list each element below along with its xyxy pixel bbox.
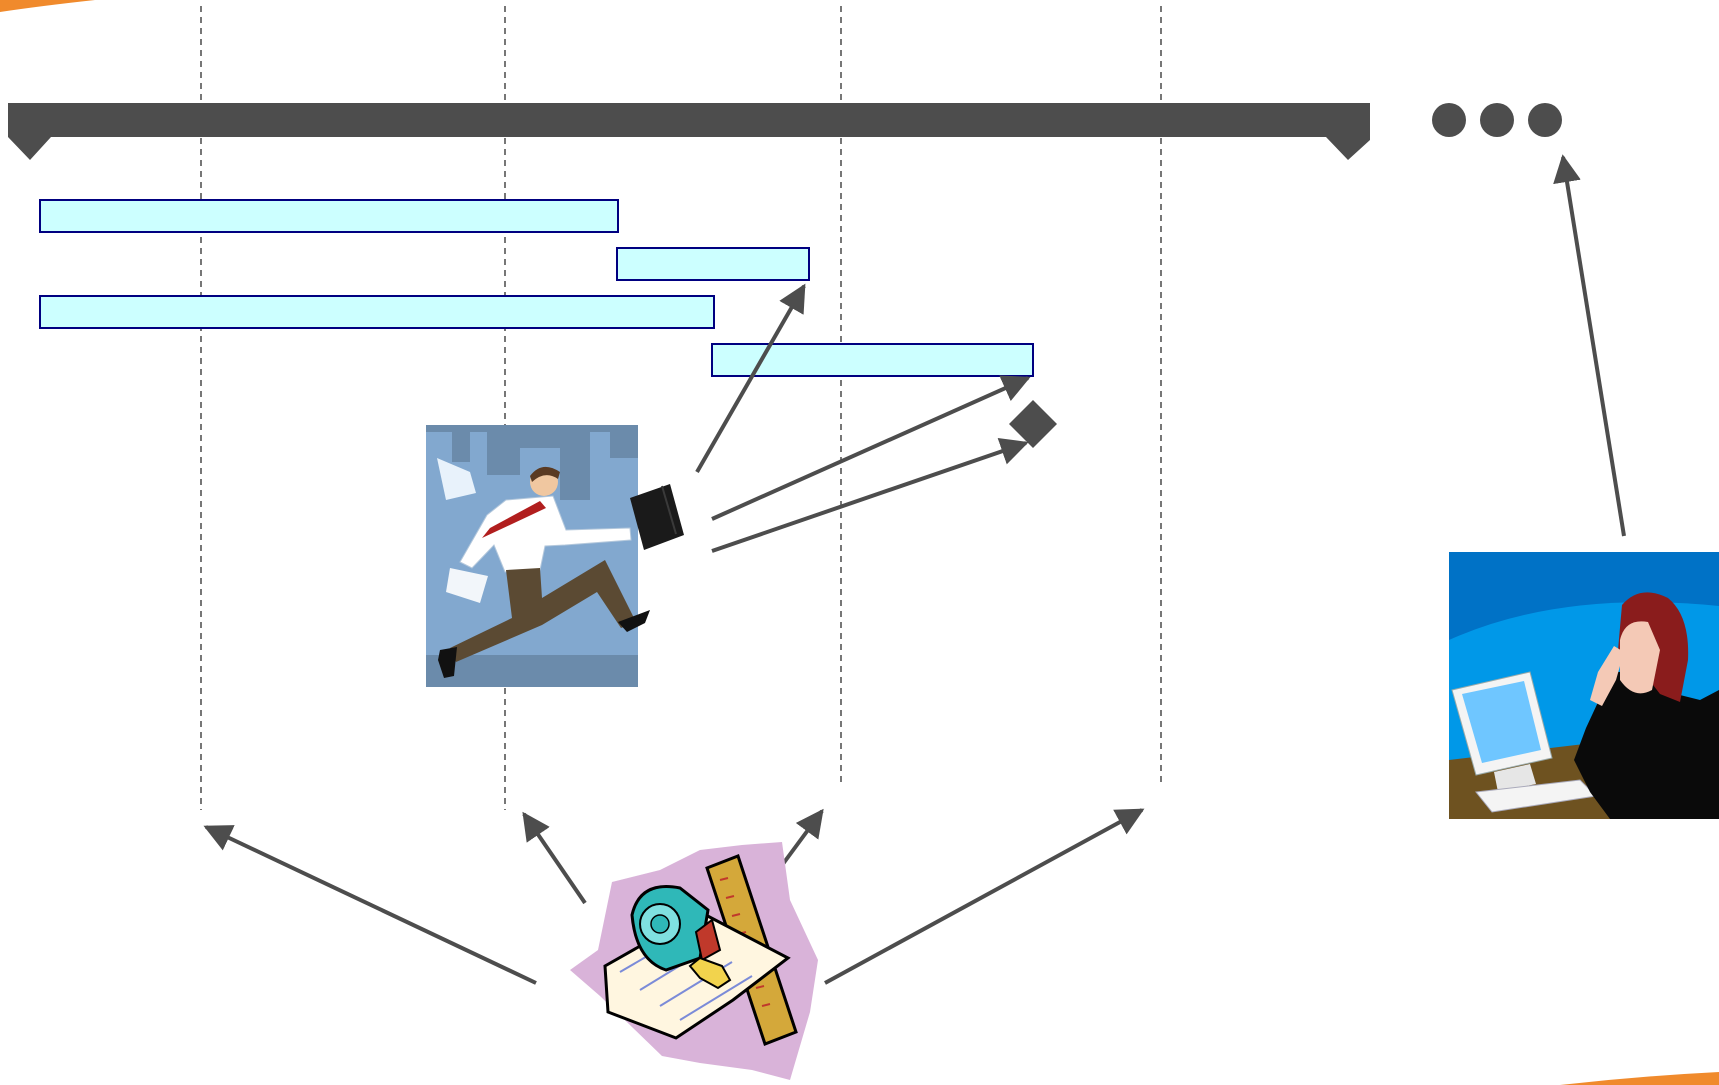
arrow-to-task-2 bbox=[695, 283, 806, 473]
ellipsis-dot-2 bbox=[1480, 103, 1514, 137]
tape-measure-ruler-icon bbox=[570, 842, 818, 1080]
arrows bbox=[203, 154, 1626, 985]
task-bar-4 bbox=[711, 343, 1034, 377]
woman-at-computer-icon bbox=[1449, 552, 1719, 819]
lane-lines bbox=[200, 6, 1162, 810]
task-bar-1 bbox=[39, 199, 619, 233]
corner-accent-bottom-right bbox=[1560, 1072, 1719, 1085]
arrow-to-lane-4 bbox=[824, 808, 1145, 985]
arrow-to-ellipsis bbox=[1553, 154, 1626, 537]
timeline-ellipsis bbox=[1432, 103, 1562, 137]
ellipsis-dot-3 bbox=[1528, 103, 1562, 137]
corner-accent-top-left bbox=[0, 0, 95, 12]
task-bars bbox=[39, 199, 1034, 377]
timeline-bar bbox=[8, 103, 1370, 160]
arrow-to-lane-2 bbox=[522, 811, 587, 905]
milestone-diamond bbox=[1009, 400, 1057, 448]
task-bar-3 bbox=[39, 295, 715, 329]
task-bar-2 bbox=[616, 247, 810, 281]
ellipsis-dot-1 bbox=[1432, 103, 1466, 137]
arrow-to-lane-1 bbox=[203, 825, 537, 985]
running-businessman-icon bbox=[426, 425, 684, 687]
arrow-to-task-4 bbox=[711, 375, 1031, 521]
arrow-to-milestone bbox=[711, 437, 1029, 553]
